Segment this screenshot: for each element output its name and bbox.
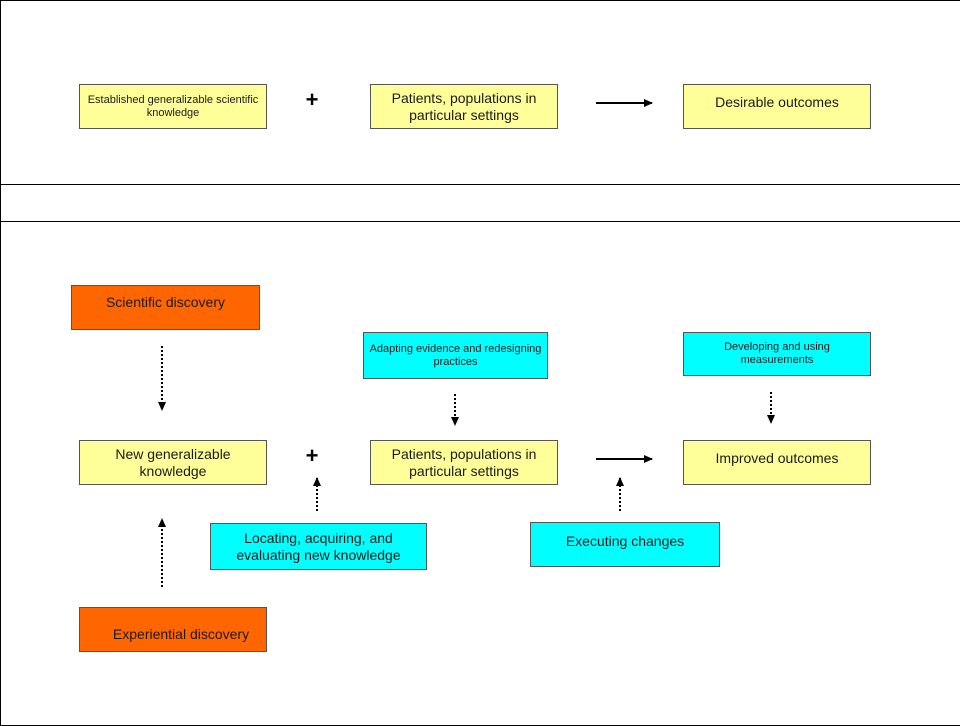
new-knowledge-box: New generalizable knowledge (79, 440, 267, 485)
bottom-plus-sign: + (305, 443, 319, 468)
top-patients-box: Patients, populations in particular sett… (370, 84, 558, 129)
desirable-outcomes-box: Desirable outcomes (683, 84, 871, 129)
established-knowledge-box: Established generalizable scientific kno… (79, 84, 267, 129)
top-plus-sign: + (305, 87, 319, 112)
improved-outcomes-box: Improved outcomes (683, 440, 871, 485)
executing-changes-box: Executing changes (530, 522, 720, 567)
developing-measurements-box: Developing and using measurements (683, 332, 871, 376)
scientific-discovery-box: Scientific discovery (71, 285, 260, 330)
bottom-patients-box: Patients, populations in particular sett… (370, 440, 558, 485)
experiential-discovery-box: Experiential discovery (79, 607, 267, 652)
locating-knowledge-box: Locating, acquiring, and evaluating new … (210, 523, 427, 570)
adapting-evidence-box: Adapting evidence and redesigning practi… (363, 332, 548, 379)
